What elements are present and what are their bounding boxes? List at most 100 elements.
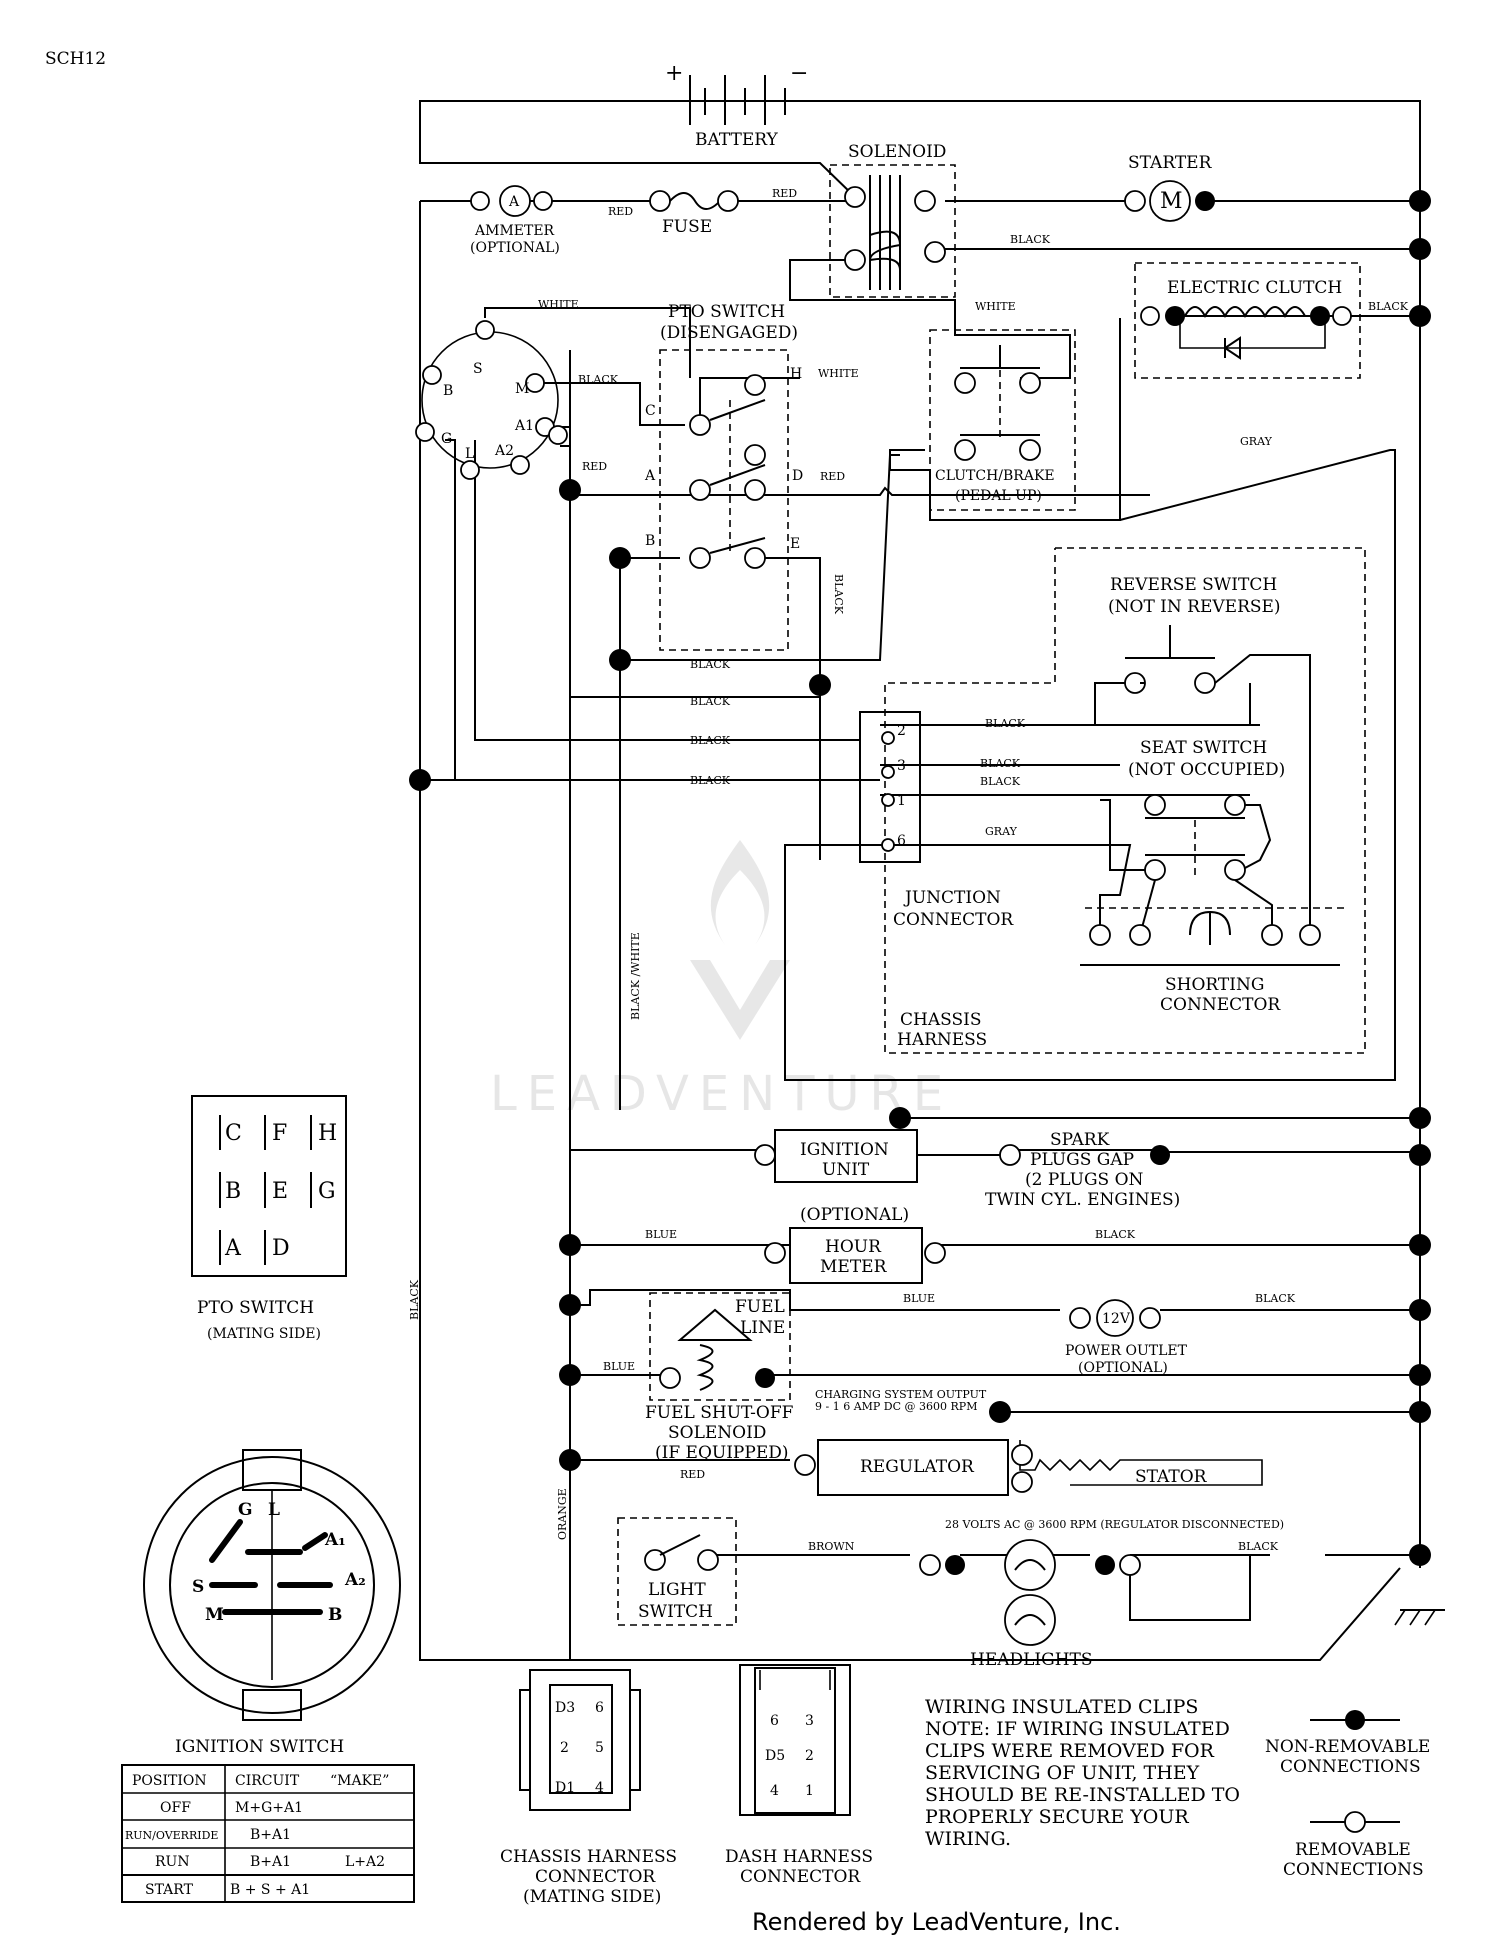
- wiring-note: WIRING INSULATED CLIPS NOTE: IF WIRING I…: [925, 1696, 1240, 1850]
- wire-label-black-1: BLACK: [1010, 233, 1051, 246]
- wire-label-blue-3: BLUE: [603, 1360, 635, 1373]
- table-row-runover-pos: RUN/OVERRIDE: [125, 1829, 218, 1842]
- pto-mating-e: E: [272, 1179, 288, 1204]
- wire-label-black-2: BLACK: [1368, 300, 1409, 313]
- wires: [419, 100, 1421, 1661]
- ignition-unit-label-1: IGNITION: [800, 1140, 889, 1160]
- pto-pin-c-label: C: [645, 403, 656, 419]
- chassis-harness-connector: D3 6 2 5 D1 4 CHASSIS HARNESS CONNECTOR …: [500, 1669, 677, 1907]
- render-credit: Rendered by LeadVenture, Inc.: [752, 1908, 1121, 1936]
- battery-label: BATTERY: [695, 130, 779, 150]
- wire-label-black-3: BLACK: [578, 373, 619, 386]
- note-line-3: CLIPS WERE REMOVED FOR: [925, 1740, 1215, 1762]
- dhc-pin-1: 1: [805, 1783, 814, 1799]
- battery-positive-label: +: [665, 61, 683, 86]
- fuel-solenoid-label-1: FUEL SHUT-OFF: [645, 1403, 794, 1423]
- electric-clutch: ELECTRIC CLUTCH: [1134, 262, 1361, 379]
- pto-pin-h-label: H: [790, 366, 802, 382]
- dhc-pin-2: 2: [805, 1748, 814, 1764]
- stator-label: STATOR: [1135, 1467, 1208, 1487]
- wire-label-black-13: BLACK: [1238, 1540, 1279, 1553]
- spark-label-4: TWIN CYL. ENGINES): [985, 1190, 1180, 1210]
- pto-mating-g: G: [318, 1179, 336, 1204]
- wire-label-black-11: BLACK: [1095, 1228, 1136, 1241]
- ign-face-a1: A₁: [324, 1530, 346, 1550]
- pto-switch-label: PTO SWITCH: [668, 302, 785, 322]
- pto-pin-b-label: B: [645, 533, 655, 549]
- legend-removable-1: REMOVABLE: [1295, 1840, 1411, 1860]
- pin-g-label: G: [441, 431, 452, 447]
- ammeter: A AMMETER (OPTIONAL): [470, 185, 560, 256]
- battery-negative-label: −: [790, 61, 808, 86]
- dhc-label-1: DASH HARNESS: [725, 1847, 873, 1867]
- chc-label-3: (MATING SIDE): [523, 1887, 661, 1907]
- wire-label-black-6: BLACK: [690, 734, 731, 747]
- wire-label-red-5: RED: [680, 1468, 705, 1481]
- ign-face-b: B: [328, 1605, 342, 1625]
- clutch-brake-switch: CLUTCH/BRAKE (PEDAL UP): [929, 329, 1076, 511]
- outlet-12v-label: 12V: [1102, 1311, 1131, 1327]
- note-line-6: PROPERLY SECURE YOUR: [925, 1806, 1189, 1828]
- wire-label-red-1: RED: [608, 205, 633, 218]
- table-header-make: “MAKE”: [330, 1773, 389, 1789]
- dhc-pin-3: 3: [805, 1713, 814, 1729]
- pin-b-label: B: [443, 383, 453, 399]
- battery: + − BATTERY: [665, 61, 808, 150]
- spark-label-1: SPARK: [1050, 1130, 1110, 1150]
- wire-label-black-9: BLACK: [980, 757, 1021, 770]
- power-outlet: 12V POWER OUTLET (OPTIONAL): [1065, 1299, 1188, 1376]
- legend: NON-REMOVABLE CONNECTIONS REMOVABLE CONN…: [1265, 1710, 1430, 1880]
- legend-nonremovable-2: CONNECTIONS: [1280, 1757, 1421, 1777]
- pto-pin-a-label: A: [644, 468, 656, 484]
- fuel-shutoff-solenoid: FUEL LINE FUEL SHUT-OFF SOLENOID (IF EQU…: [645, 1292, 794, 1463]
- legend-removable-2: CONNECTIONS: [1283, 1860, 1424, 1880]
- junction-pin-6-label: 6: [897, 833, 906, 849]
- table-header-position: POSITION: [132, 1773, 207, 1789]
- chc-label-2: CONNECTOR: [535, 1867, 656, 1887]
- wire-label-black-10: BLACK: [980, 775, 1021, 788]
- spark-plugs: SPARK PLUGS GAP (2 PLUGS ON TWIN CYL. EN…: [985, 1130, 1180, 1210]
- ammeter-a-label: A: [508, 194, 520, 210]
- shorting-label-2: CONNECTOR: [1160, 995, 1281, 1015]
- pto-mating-a: A: [224, 1236, 242, 1261]
- light-switch-label-1: LIGHT: [648, 1580, 706, 1600]
- wire-label-white-3: WHITE: [818, 367, 859, 380]
- ignition-switch-title: IGNITION SWITCH: [175, 1737, 344, 1757]
- wire-label-black-12: BLACK: [1255, 1292, 1296, 1305]
- ign-face-m: M: [205, 1605, 224, 1625]
- chassis-harness: REVERSE SWITCH (NOT IN REVERSE) SEAT SWI…: [884, 547, 1366, 1054]
- wire-label-red-3: RED: [582, 460, 607, 473]
- table-row-runover-circuit: B+A1: [250, 1827, 291, 1843]
- pin-a2-label: A2: [494, 443, 514, 459]
- ign-face-l: L: [268, 1500, 280, 1520]
- wire-label-black-left: BLACK: [408, 1279, 421, 1320]
- chc-pin-d3: D3: [555, 1700, 575, 1716]
- table-row-run-pos: RUN: [155, 1854, 190, 1870]
- solenoid-label: SOLENOID: [848, 142, 946, 162]
- reverse-switch-label: REVERSE SWITCH: [1110, 575, 1277, 595]
- headlights-label: HEADLIGHTS: [970, 1650, 1093, 1670]
- note-line-4: SERVICING OF UNIT, THEY: [925, 1762, 1200, 1784]
- ign-face-g: G: [238, 1500, 253, 1520]
- ignition-unit: IGNITION UNIT: [754, 1129, 1021, 1183]
- table-row-off-pos: OFF: [160, 1800, 191, 1816]
- pto-mating-h: H: [318, 1121, 337, 1146]
- wire-label-black-vertical: BLACK: [832, 574, 845, 615]
- clutch-brake-state-label: (PEDAL UP): [955, 488, 1042, 504]
- wire-label-red-2: RED: [772, 187, 797, 200]
- hour-meter-label-2: METER: [820, 1257, 888, 1277]
- fuel-line-label-1: FUEL: [735, 1297, 785, 1317]
- junction-pin-2-label: 2: [897, 723, 906, 739]
- pin-m-label: M: [515, 381, 529, 397]
- watermark-text: LEADVENTURE: [490, 1066, 953, 1122]
- ignition-unit-label-2: UNIT: [822, 1160, 870, 1180]
- light-switch-label-2: SWITCH: [638, 1602, 713, 1622]
- wire-label-gray-2: GRAY: [985, 825, 1018, 838]
- table-row-run-circuit: B+A1: [250, 1854, 291, 1870]
- pto-mating-b: B: [225, 1179, 241, 1204]
- connection-nodes: [409, 190, 1431, 1566]
- junction-pin-1-label: 1: [897, 793, 906, 809]
- pto-pin-e-label: E: [790, 536, 800, 552]
- pto-pin-d-label: D: [792, 468, 803, 484]
